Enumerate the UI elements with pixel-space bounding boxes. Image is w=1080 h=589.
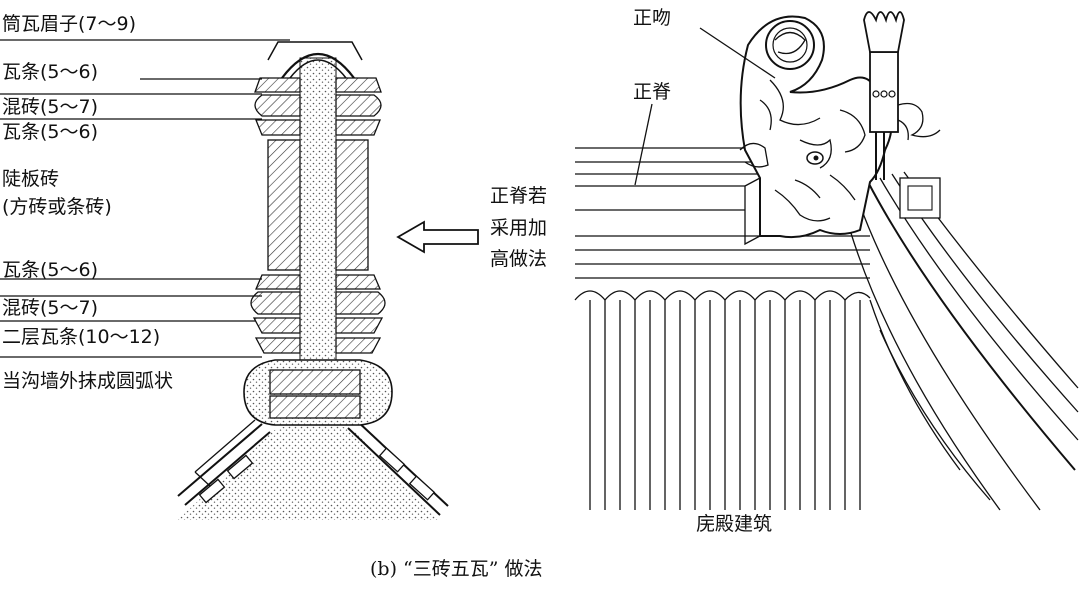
main-ridge-lines xyxy=(575,147,870,279)
base-mortar-mound xyxy=(178,422,440,520)
gutter-brick-upper xyxy=(269,369,361,395)
label-rounded-brick-lower: 混砖(5～7) xyxy=(2,297,98,319)
label-rounded-brick-upper: 混砖(5～7) xyxy=(2,96,98,118)
label-gutter-wall: 当沟墙外抹成圆弧状 xyxy=(2,370,173,392)
label-raise-line-2: 采用加 xyxy=(490,217,547,239)
label-cap-tile: 筒瓦眉子(7～9) xyxy=(2,13,136,35)
label-tile-strip-upper-2: 瓦条(5～6) xyxy=(2,121,98,143)
right-roof-slope xyxy=(347,419,449,516)
left-labels: 筒瓦眉子(7～9) 瓦条(5～6) 混砖(5～7) 瓦条(5～6) 陡板砖 (方… xyxy=(0,10,196,392)
pointer-zhengji xyxy=(634,103,653,186)
figure-caption: (b) “三砖五瓦” 做法 xyxy=(370,558,543,580)
upper-rounded-brick xyxy=(254,94,301,117)
label-zhengji: 正脊 xyxy=(633,81,671,103)
ridge-ornament-icon xyxy=(739,11,941,239)
lower-rounded-brick xyxy=(250,291,301,315)
upper-tile-strip-2 xyxy=(255,119,301,136)
label-tile-strip-upper-1: 瓦条(5～6) xyxy=(2,61,98,83)
double-tile-strip-1 xyxy=(252,317,301,334)
left-roof-slope xyxy=(177,419,271,506)
panel-brick-right xyxy=(335,139,369,271)
label-panel-brick: 陡板砖 xyxy=(2,168,59,190)
ridge-cross-section xyxy=(177,41,449,520)
cap-tile xyxy=(281,53,355,79)
label-panel-brick-note: (方砖或条砖) xyxy=(2,196,112,218)
hip-ridge xyxy=(849,171,1079,511)
hip-roof-drawing xyxy=(574,11,1079,511)
label-raise-line-1: 正脊若 xyxy=(490,185,547,207)
cap-tile-bracket xyxy=(267,41,363,61)
panel-brick-left xyxy=(267,139,301,271)
label-building: 庑殿建筑 xyxy=(696,513,772,535)
label-double-tile-strip: 二层瓦条(10～12) xyxy=(2,326,160,348)
double-tile-strip-2 xyxy=(254,337,301,354)
left-arrow-icon xyxy=(396,220,479,254)
mortar-core xyxy=(299,57,337,399)
gutter-brick-lower xyxy=(269,395,361,419)
roof-tiles xyxy=(574,290,871,510)
label-raise-line-3: 高做法 xyxy=(490,248,547,270)
pointer-zhengwen xyxy=(699,27,776,79)
label-tile-strip-lower: 瓦条(5～6) xyxy=(2,259,98,281)
upper-tile-strip-1 xyxy=(254,77,301,93)
label-zhengwen: 正吻 xyxy=(633,7,671,29)
lower-tile-strip xyxy=(255,274,301,290)
right-labels: 正吻 正脊 正脊若 采用加 高做法 庑殿建筑 xyxy=(486,7,772,535)
